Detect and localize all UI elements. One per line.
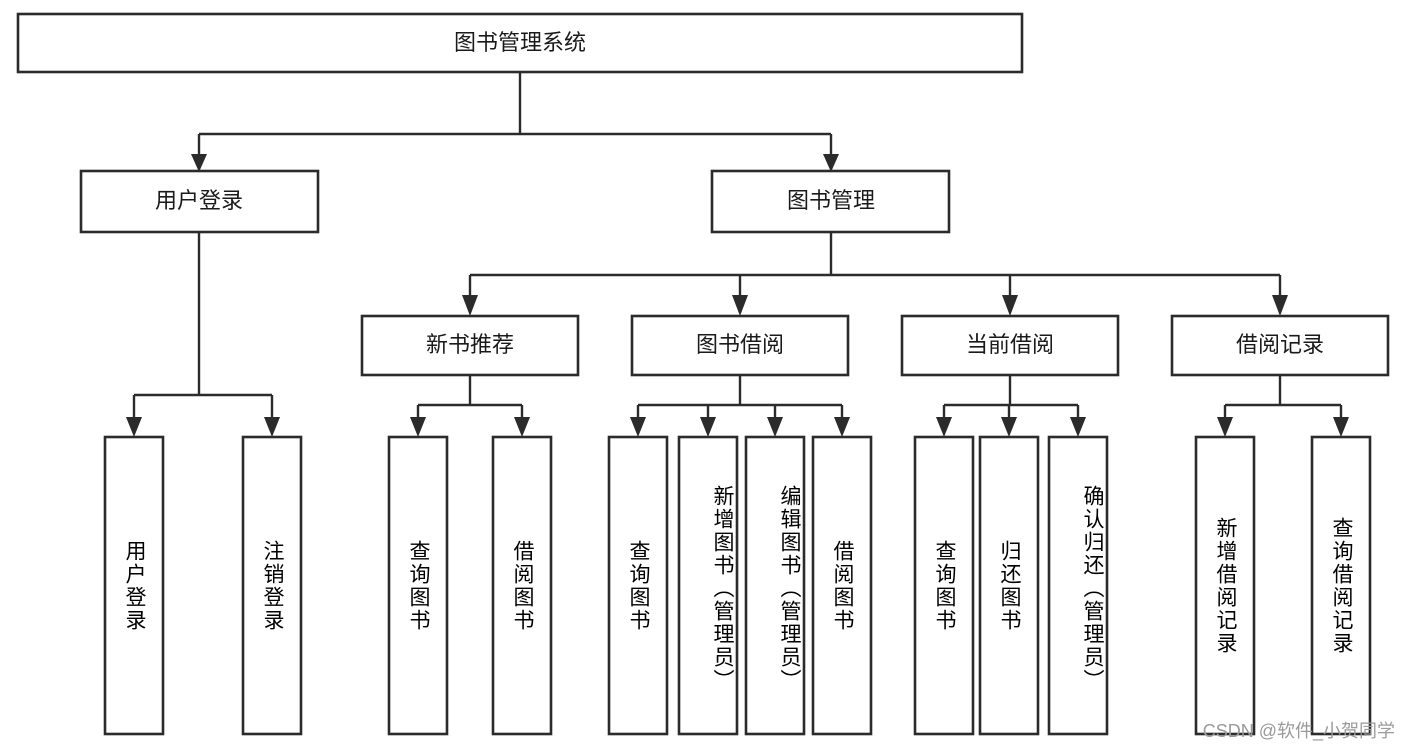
- connector-bookmgmt-to-level3: [462, 232, 1288, 316]
- node-user-login[interactable]: 用户登录: [79, 169, 320, 234]
- node-book-management[interactable]: 图书管理: [710, 169, 951, 234]
- node-user-login-label: 用户登录: [155, 188, 243, 213]
- node-leaf-return-book[interactable]: [978, 435, 1040, 736]
- node-leaf-borrow-book-1[interactable]: [491, 435, 553, 736]
- node-new-book-recommend-label: 新书推荐: [426, 332, 514, 357]
- node-leaf-borrow-book-2[interactable]: [811, 435, 873, 736]
- node-leaf-logout-login[interactable]: [241, 435, 303, 736]
- node-leaf-add-record[interactable]: [1194, 435, 1256, 736]
- node-leaf-user-login[interactable]: [103, 435, 165, 736]
- node-leaf-edit-book[interactable]: [744, 435, 806, 736]
- node-leaf-query-record[interactable]: [1310, 435, 1372, 736]
- connector-root-to-level2: [191, 72, 839, 172]
- node-new-book-recommend[interactable]: 新书推荐: [360, 314, 580, 377]
- node-root[interactable]: 图书管理系统: [16, 12, 1024, 74]
- node-current-borrow-label: 当前借阅: [966, 332, 1054, 357]
- node-borrow-record[interactable]: 借阅记录: [1170, 314, 1390, 377]
- connector-currentborrow-to-leaves: [936, 375, 1086, 437]
- connector-userlogin-to-leaves: [126, 232, 280, 437]
- node-borrow-record-label: 借阅记录: [1236, 332, 1324, 357]
- node-current-borrow[interactable]: 当前借阅: [900, 314, 1120, 377]
- connector-borrowrecord-to-leaves: [1217, 375, 1349, 437]
- node-leaf-query-book-3[interactable]: [913, 435, 975, 736]
- node-book-borrow[interactable]: 图书借阅: [630, 314, 850, 377]
- connector-newbook-to-leaves: [410, 375, 530, 437]
- node-book-borrow-label: 图书借阅: [696, 332, 784, 357]
- connector-bookborrow-to-leaves: [630, 375, 850, 437]
- node-root-label: 图书管理系统: [454, 30, 586, 55]
- node-leaf-confirm-return[interactable]: [1047, 435, 1109, 736]
- node-leaf-add-book[interactable]: [677, 435, 739, 736]
- node-leaf-query-book-1[interactable]: [387, 435, 449, 736]
- node-book-management-label: 图书管理: [787, 188, 875, 213]
- node-leaf-query-book-2[interactable]: [607, 435, 669, 736]
